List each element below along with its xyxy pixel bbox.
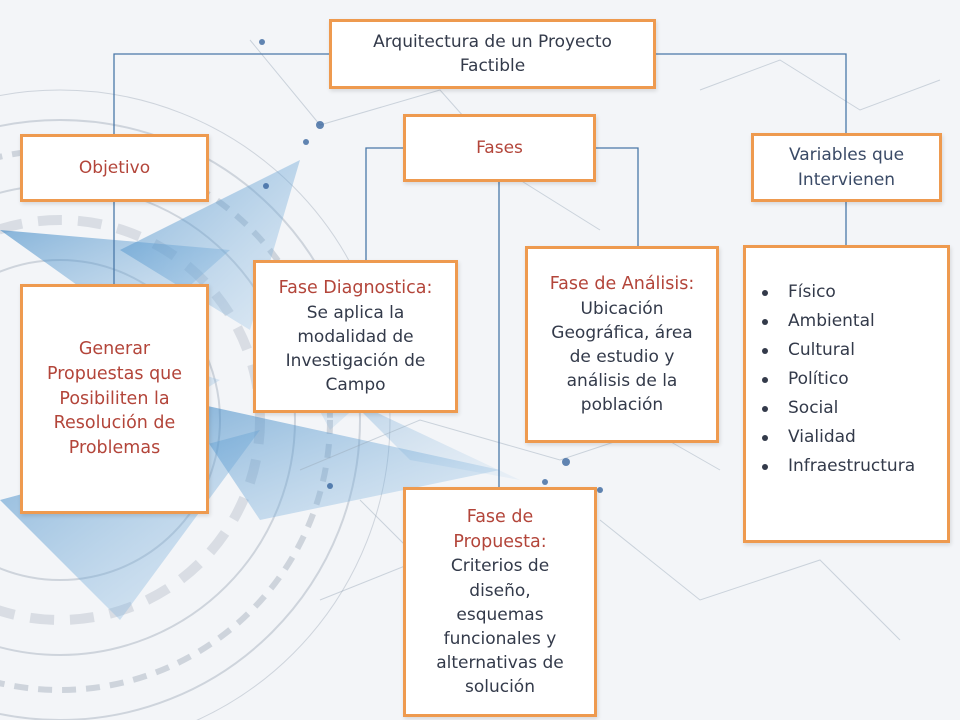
fase-analisis-line: Ubicación — [580, 298, 664, 319]
bullet-icon — [762, 405, 768, 412]
variable-label: Ambiental — [788, 311, 875, 331]
fase-analisis-line: de estudio y — [569, 346, 675, 367]
objetivo-detail-line: Propuestas que — [46, 363, 183, 384]
fase-propuesta-line: diseño, — [469, 580, 531, 601]
root-node: Arquitectura de un Proyecto Factible — [329, 19, 656, 89]
fase-propuesta-node: Fase de Propuesta: Criterios de diseño, … — [403, 487, 597, 717]
fase-diagnostica-line: Investigación de — [285, 350, 426, 371]
objetivo-detail-line: Problemas — [68, 438, 161, 459]
objetivo-detail-node: Generar Propuestas que Posibiliten la Re… — [20, 284, 209, 514]
variables-node: Variables que Intervienen — [751, 133, 942, 202]
objetivo-title: Objetivo — [78, 157, 151, 178]
objetivo-detail-line: Resolución de — [53, 413, 176, 434]
variable-label: Social — [788, 398, 839, 418]
list-item: Político — [756, 365, 915, 394]
fase-analisis-line: Geográfica, área — [551, 322, 693, 343]
variable-label: Físico — [788, 282, 836, 302]
list-item: Cultural — [756, 336, 915, 365]
variables-list-node: Físico Ambiental Cultural Político Socia… — [743, 245, 950, 543]
fase-propuesta-title: Propuesta: — [453, 531, 547, 552]
root-title-line-1: Arquitectura de un Proyecto — [373, 31, 612, 52]
bullet-icon — [762, 463, 768, 470]
fase-diagnostica-line: Campo — [325, 375, 386, 396]
fase-propuesta-line: esquemas — [456, 604, 544, 625]
variable-label: Político — [788, 369, 849, 389]
fases-title: Fases — [476, 137, 523, 158]
bullet-icon — [762, 376, 768, 383]
variables-list: Físico Ambiental Cultural Político Socia… — [756, 278, 915, 481]
variables-title-line-1: Variables que — [788, 145, 905, 166]
fase-propuesta-line: funcionales y — [443, 628, 557, 649]
fase-propuesta-title: Fase de — [466, 506, 534, 527]
variable-label: Infraestructura — [788, 456, 916, 476]
objetivo-detail-line: Posibiliten la — [59, 388, 170, 409]
fases-node: Fases — [403, 114, 596, 182]
variable-label: Cultural — [788, 340, 855, 360]
objetivo-detail-line: Generar — [78, 338, 151, 359]
bullet-icon — [762, 434, 768, 441]
list-item: Físico — [756, 278, 915, 307]
fase-diagnostica-line: Se aplica la — [306, 302, 405, 323]
fase-diagnostica-node: Fase Diagnostica: Se aplica la modalidad… — [253, 260, 458, 413]
list-item: Vialidad — [756, 423, 915, 452]
objetivo-node: Objetivo — [20, 134, 209, 202]
bullet-icon — [762, 347, 768, 354]
fase-diagnostica-line: modalidad de — [297, 326, 414, 347]
fase-propuesta-line: solución — [464, 677, 535, 698]
list-item: Infraestructura — [756, 452, 915, 481]
fase-analisis-line: población — [580, 395, 664, 416]
fase-propuesta-line: alternativas de — [436, 652, 564, 673]
fase-propuesta-line: Criterios de — [450, 556, 550, 577]
fase-diagnostica-title: Fase Diagnostica: — [278, 277, 433, 298]
variable-label: Vialidad — [788, 427, 856, 447]
fase-analisis-node: Fase de Análisis: Ubicación Geográfica, … — [525, 246, 719, 443]
fase-analisis-title: Fase de Análisis: — [549, 273, 695, 294]
bullet-icon — [762, 318, 768, 325]
list-item: Social — [756, 394, 915, 423]
bullet-icon — [762, 289, 768, 296]
variables-title-line-2: Intervienen — [797, 169, 896, 190]
list-item: Ambiental — [756, 307, 915, 336]
root-title-line-2: Factible — [459, 56, 526, 76]
fase-analisis-line: análisis de la — [566, 370, 678, 391]
